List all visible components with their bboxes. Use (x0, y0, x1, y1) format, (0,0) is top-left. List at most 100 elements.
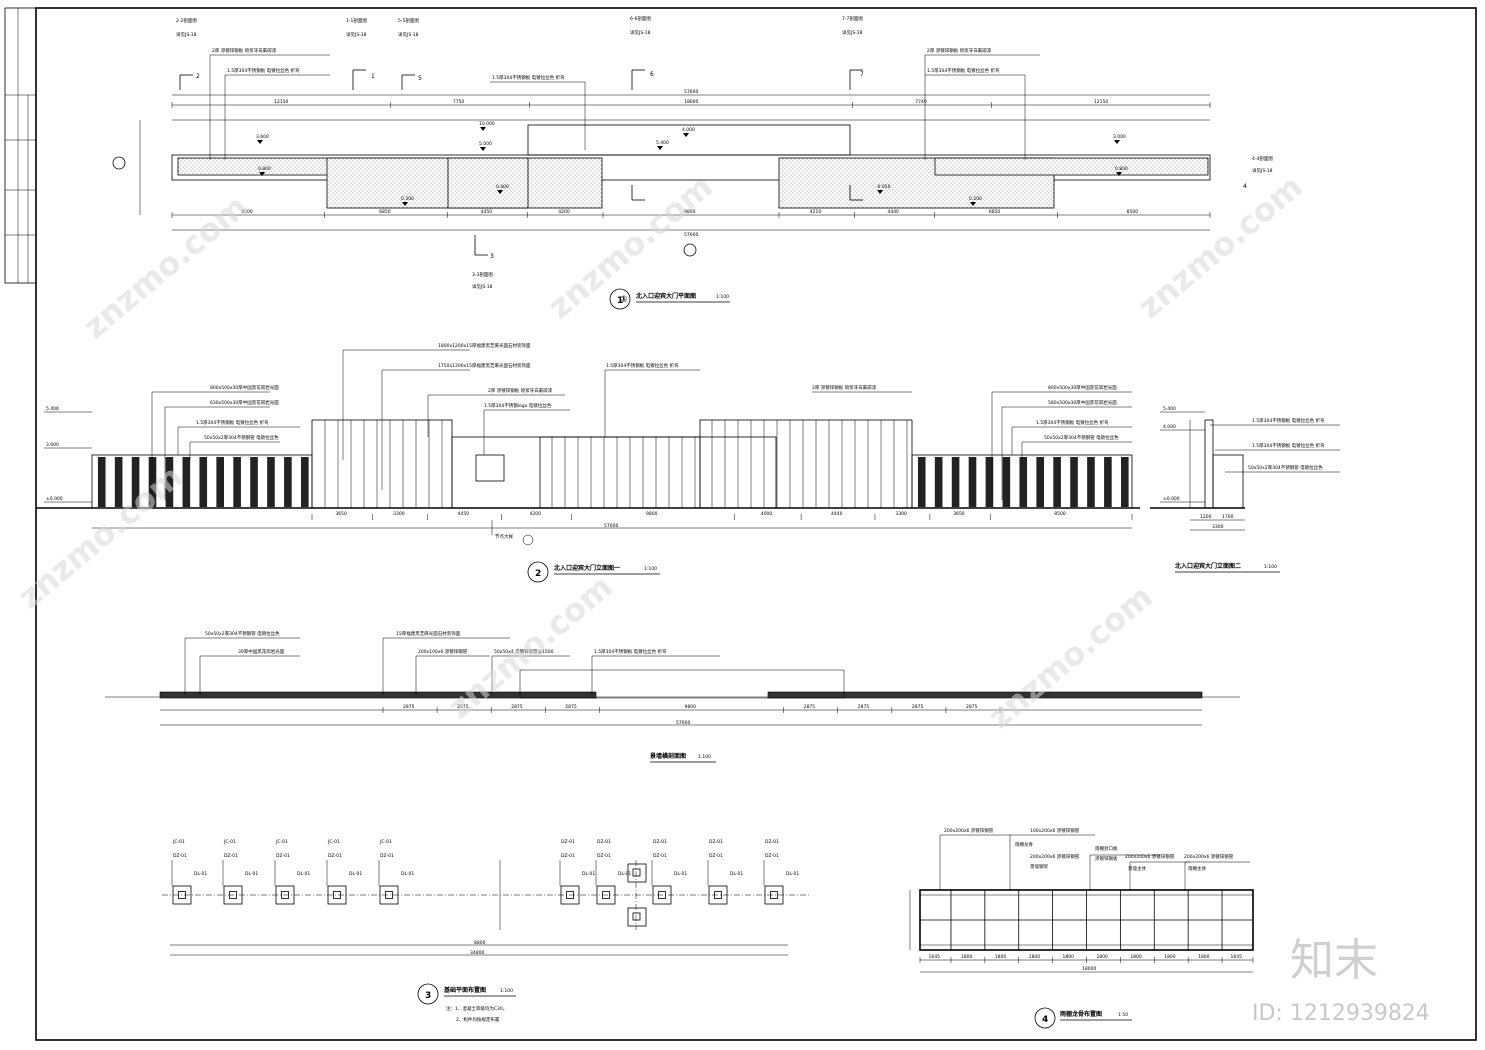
section-dim: 2875 (403, 704, 415, 710)
section-mark-code: 3-3剖面图 (472, 271, 493, 278)
svg-text:3: 3 (490, 253, 494, 260)
footing-label: JC-01 (275, 839, 288, 845)
elevation1-dim: 4440 (831, 511, 843, 517)
column-label: DZ-01 (765, 853, 779, 859)
column (714, 891, 722, 899)
section-note: 1.5厚304不锈钢板 电镀拉丝色 折弯 (594, 648, 667, 655)
canopy-title: 雨棚龙骨布置图 (1060, 1010, 1102, 1018)
granite-panel (182, 457, 191, 507)
elevation2-level: 5.400 (1163, 406, 1176, 412)
section-dim: 2875 (858, 704, 870, 710)
plan-scale: 1:100 (716, 294, 729, 300)
granite-panel (1002, 457, 1011, 507)
canopy-note: 200x200x6 渗镀锌钢管 (1184, 853, 1234, 860)
granite-panel (917, 457, 926, 507)
section-mark-7: 7-7剖面图 详见JS-18 7 (842, 15, 864, 78)
elevation1-number-circle (527, 561, 549, 583)
foundation-note: 注：1、混凝土等级均为C30。 (446, 1005, 507, 1012)
plan-note: 2厚 渗镀锌钢板 喷浆牙白氟碳漆 (212, 47, 277, 54)
section-dim: 2875 (912, 704, 924, 710)
watermark-site: znzmo.com (76, 187, 255, 346)
canopy-dim: 1800 (1130, 954, 1142, 960)
plan-note: 1.5厚304不锈钢板 电镀拉丝色 折弯 (227, 67, 300, 74)
section-mark-code: 7-7剖面图 (842, 15, 863, 22)
elevation1-dim: 3300 (895, 511, 907, 517)
elev-note: 2厚 渗镀锌钢板 喷浆牙白氟碳漆 (812, 384, 877, 391)
plan-elevation: 4.000 (682, 127, 695, 133)
svg-text:7: 7 (860, 71, 864, 78)
plan-elevation: 3.600 (256, 134, 269, 140)
canopy-note: 200x200x6 渗镀锌钢管 (944, 827, 994, 834)
plan-number-circle (609, 288, 631, 310)
elevation1-grid (324, 420, 908, 508)
canopy-note: 雨棚封口板 (1095, 845, 1118, 852)
plan-elevation: 0.200 (969, 196, 982, 202)
foundation-total-dim: 34800 (470, 950, 484, 956)
foundation-number-circle (417, 983, 439, 1005)
plan-bottom-dim: 4200 (558, 209, 570, 215)
plan-note: 1.5厚304不锈钢板 电镀拉丝色 折弯 (492, 74, 565, 81)
section-total-dim: 57600 (676, 720, 690, 726)
column-label: DZ-01 (276, 853, 290, 859)
canopy-total-dim: 18000 (1082, 966, 1096, 972)
plan-elevation: -0.050 (876, 184, 891, 190)
column-label: DZ-01 (561, 853, 575, 859)
canopy-dim: 1645 (1231, 954, 1243, 960)
plan-notes: 2厚 渗镀锌钢板 喷浆牙白氟碳漆 1.5厚304不锈钢板 电镀拉丝色 折弯 1.… (209, 47, 1040, 160)
plan-top-dim: 7750 (453, 99, 465, 105)
section-dim: 2875 (457, 704, 469, 710)
column-label: DZ-01 (328, 853, 342, 859)
granite-panel (1019, 457, 1028, 507)
granite-panel (1104, 457, 1112, 507)
plan-note: 1.5厚304不锈钢板 电镀拉丝色 折弯 (927, 67, 1000, 74)
elevation1-scale: 1:100 (644, 566, 657, 572)
elevation1-dim: 3300 (393, 511, 405, 517)
footing (596, 885, 616, 905)
section-mark-ref: 详见JS-18 (1252, 167, 1273, 174)
plan-bottom-dim: 8500 (241, 209, 253, 215)
elevation2-level: 4.000 (1163, 424, 1176, 430)
column (658, 891, 666, 899)
plan-top-dim: 7740 (915, 99, 927, 105)
plan-elevation: 5.000 (479, 141, 492, 147)
column (178, 891, 186, 899)
canopy-number: 4 (1042, 1015, 1048, 1025)
elevation2-drawing (1150, 411, 1245, 531)
granite-panel (284, 457, 292, 507)
column-label: DZ-01 (380, 853, 394, 859)
footing (275, 885, 295, 905)
watermark-site: znzmo.com (981, 577, 1160, 736)
elevation-marker (497, 190, 503, 194)
plan-number: 1 (617, 296, 623, 306)
elevation-marker (480, 127, 486, 131)
section-mark-1: 1-1剖面图 详见JS-18 1 (346, 17, 375, 80)
section-mark-ref: 详见JS-18 (346, 31, 367, 38)
beam-label: DL-01 (401, 871, 414, 877)
elev-note: 1.5厚304不锈钢板 电镀拉丝色 折弯 (1036, 419, 1109, 426)
watermark-id: ID: 1212939824 (1252, 1001, 1430, 1026)
section-dim: 9800 (685, 704, 697, 710)
plan-elevation: 0.400 (496, 184, 509, 190)
section-mark-5: 5-5剖面图 详见JS-18 5 (398, 17, 422, 82)
granite-panel (233, 457, 241, 507)
granite-panel (301, 457, 309, 507)
plan-elevation: 0.300 (401, 196, 414, 202)
footing (327, 885, 347, 905)
beam-label: DL-01 (194, 871, 207, 877)
section-mark-4: 4-4剖面图 详见JS-18 4 (1243, 155, 1273, 190)
elevation-marker (259, 172, 265, 176)
canopy-note: 100x200x6 渗镀锌钢管 (1030, 827, 1080, 834)
granite-panel (1121, 457, 1129, 507)
granite-panel (216, 457, 224, 507)
section-note: 50x50x2厚304不锈钢管 电镀拉丝色 (205, 630, 280, 637)
section-note: 200x100x6 渗镀锌钢管 (418, 648, 468, 655)
footing (708, 885, 728, 905)
svg-text:5: 5 (418, 75, 422, 82)
plan-note: 2厚 渗镀锌钢板 喷浆牙白氟碳漆 (927, 47, 992, 54)
elevation1-callout: 节点大样 (495, 533, 513, 540)
